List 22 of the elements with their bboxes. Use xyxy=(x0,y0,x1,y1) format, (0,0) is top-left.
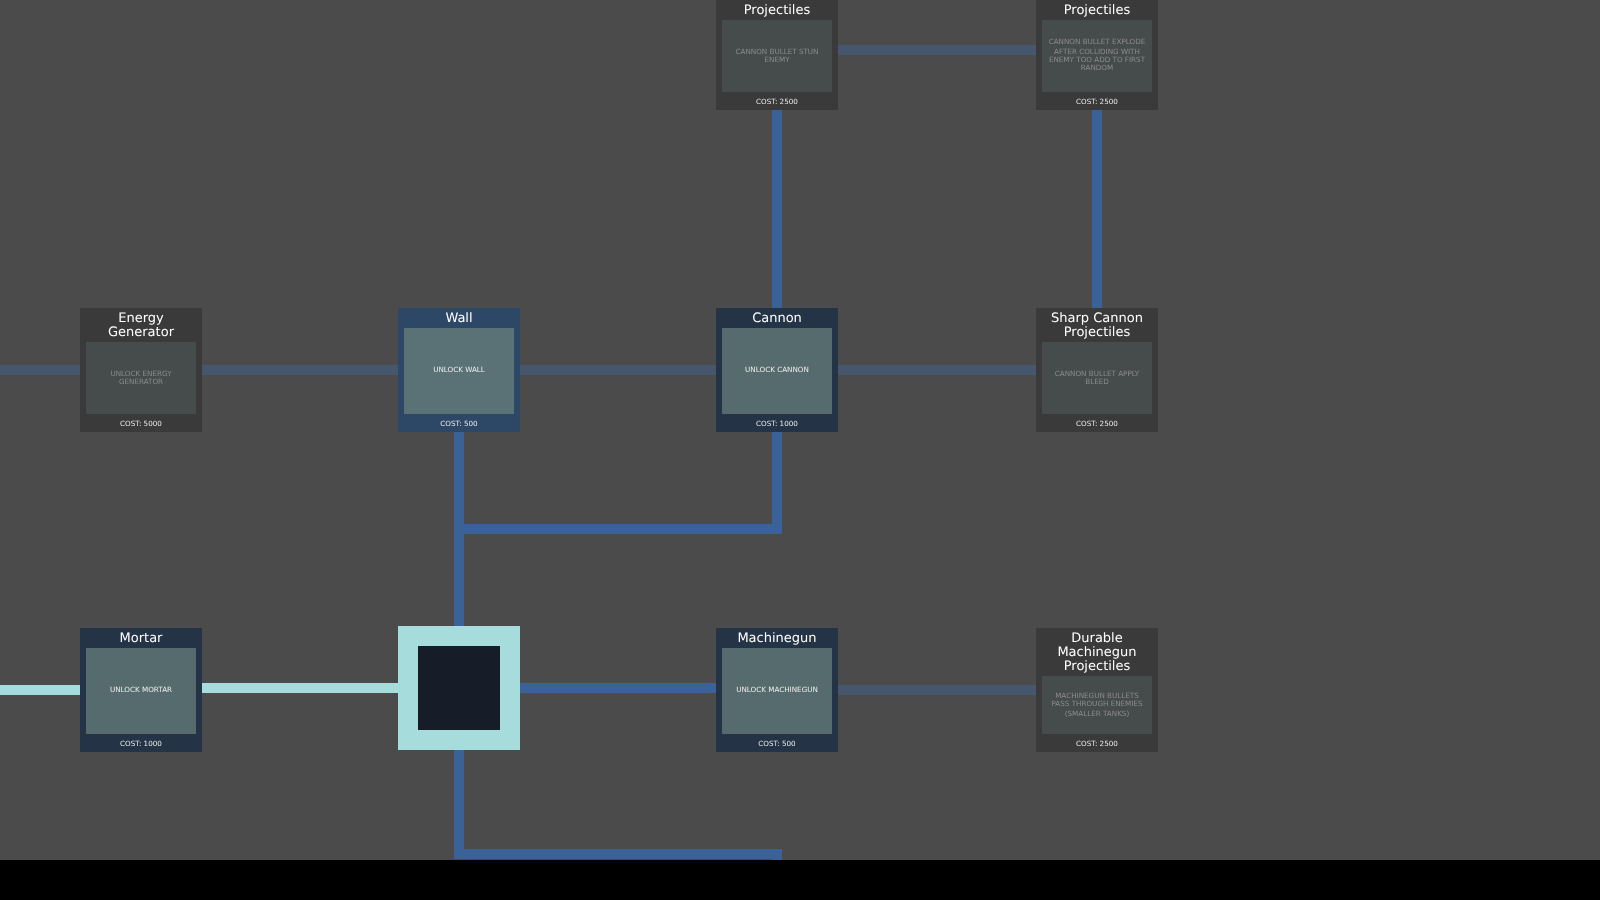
connector-line xyxy=(0,685,80,695)
connector-line xyxy=(454,750,782,860)
connector-line xyxy=(772,110,782,308)
core-block xyxy=(398,626,520,750)
upgrade-card xyxy=(398,308,520,432)
upgrade-card xyxy=(80,628,202,752)
connector-line xyxy=(520,683,716,693)
connector-line xyxy=(1092,110,1102,308)
connector-line xyxy=(838,685,1036,695)
upgrade-card xyxy=(1036,308,1158,432)
connector-line xyxy=(202,365,398,375)
connector-line xyxy=(0,365,80,375)
connector-line xyxy=(838,45,1036,55)
upgrade-card xyxy=(1036,628,1158,752)
connector-line xyxy=(202,683,398,693)
connector-line xyxy=(838,365,1036,375)
upgrade-card xyxy=(80,308,202,432)
upgrade-card xyxy=(716,308,838,432)
upgrade-card xyxy=(716,0,838,110)
upgrade-card xyxy=(1036,0,1158,110)
connector-line xyxy=(520,365,716,375)
upgrade-card xyxy=(716,628,838,752)
